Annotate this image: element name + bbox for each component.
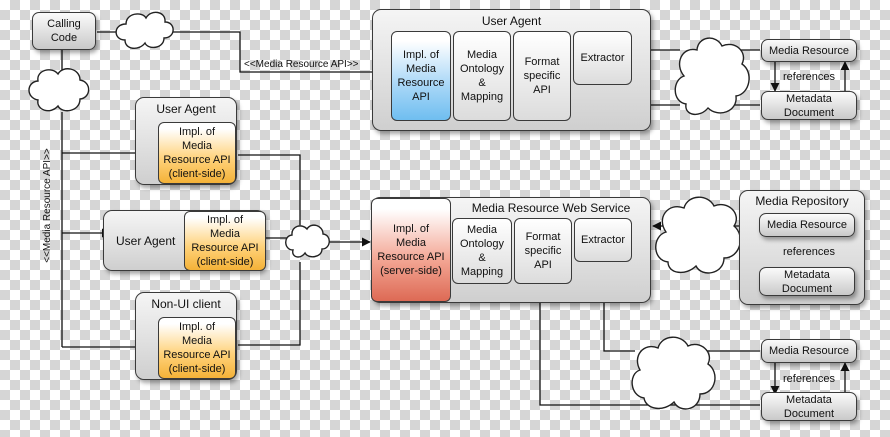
metadata-document-repo: Metadata Document [759, 267, 855, 296]
user-agent-top-ontology: Media Ontology & Mapping [453, 31, 511, 121]
user-agent-top: User Agent Impl. of Media Resource API M… [372, 9, 651, 131]
cloud-top-right [674, 37, 750, 115]
media-resource-top: Media Resource [761, 39, 857, 62]
media-resource-repo: Media Resource [759, 213, 855, 237]
cloud-bottom [631, 336, 716, 410]
line-non-ui-cloud-c [238, 262, 301, 346]
user-agent-top-extractor: Extractor [573, 31, 632, 85]
arrow-cloud-a-user-agent [170, 31, 389, 77]
references-bottom-label: references [783, 373, 835, 385]
user-agent-mid-impl: Impl. of Media Resource API (client-side… [184, 211, 266, 271]
references-repo-label: references [783, 246, 835, 258]
non-ui-client: Non-UI client Impl. of Media Resource AP… [135, 292, 237, 380]
metadata-document-repo-label: Metadata Document [781, 268, 833, 295]
web-service-title: Media Resource Web Service [471, 201, 631, 215]
calling-code-box: Calling Code [32, 12, 96, 50]
cloud-c [285, 224, 330, 258]
media-resource-api-label-top: <<Media Resource API>> [244, 59, 359, 70]
metadata-document-bottom-label: Metadata Document [783, 393, 835, 420]
user-agent-left-impl: Impl. of Media Resource API (client-side… [158, 122, 236, 184]
cloud-b [28, 68, 90, 112]
metadata-document-top: Metadata Document [761, 91, 857, 120]
metadata-document-bottom: Metadata Document [761, 392, 857, 421]
user-agent-mid: User Agent Impl. of Media Resource API (… [103, 210, 266, 271]
references-top-label: references [783, 71, 835, 83]
web-service-ontology: Media Ontology & Mapping [452, 218, 512, 284]
media-resource-bottom-label: Media Resource [768, 345, 850, 357]
user-agent-left: User Agent Impl. of Media Resource API (… [135, 97, 237, 185]
media-resource-top-label: Media Resource [768, 44, 850, 57]
user-agent-mid-title: User Agent [116, 233, 176, 248]
metadata-document-top-label: Metadata Document [783, 92, 835, 119]
user-agent-top-format: Format specific API [513, 31, 571, 121]
non-ui-client-impl: Impl. of Media Resource API (client-side… [158, 317, 236, 379]
calling-code-label: Calling Code [47, 18, 81, 44]
web-service-extractor: Extractor [574, 218, 632, 262]
web-service-impl: Impl. of Media Resource API (server-side… [371, 198, 451, 302]
user-agent-left-title: User Agent [156, 102, 216, 116]
user-agent-top-impl: Impl. of Media Resource API [391, 31, 451, 121]
media-resource-bottom: Media Resource [761, 339, 857, 363]
media-resource-web-service: Media Resource Web Service Impl. of Medi… [371, 197, 651, 303]
line-ua-left-cloud-c [238, 154, 301, 225]
media-resource-api-label-vertical: <<Media Resource API>> [41, 148, 53, 263]
user-agent-top-title: User Agent [481, 14, 542, 28]
cloud-repo [655, 196, 742, 274]
media-repository-title: Media Repository [755, 194, 849, 208]
web-service-format: Format specific API [514, 218, 572, 284]
media-resource-repo-label: Media Resource [766, 219, 848, 231]
cloud-a [115, 11, 174, 49]
non-ui-client-title: Non-UI client [151, 297, 221, 311]
